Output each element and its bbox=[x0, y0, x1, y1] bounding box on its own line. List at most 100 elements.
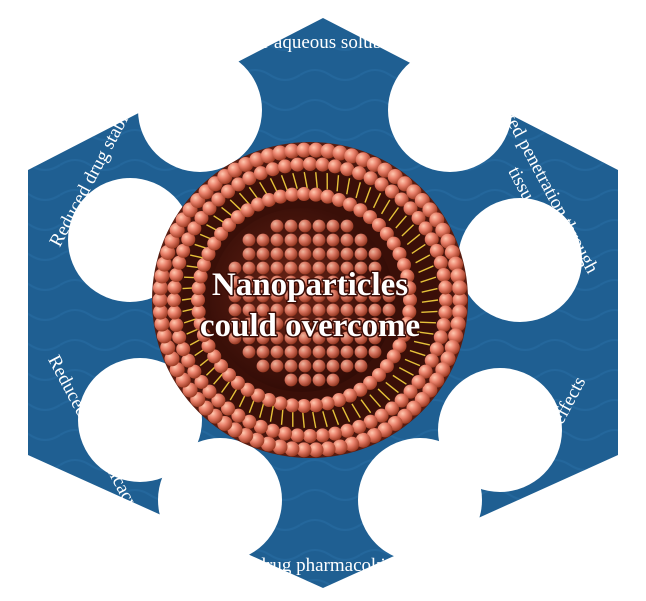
cutout-circle bbox=[158, 438, 282, 562]
lipid-head bbox=[194, 211, 209, 226]
lipid-head bbox=[411, 211, 426, 226]
lipid-head bbox=[450, 316, 466, 332]
outer-lipid-layer bbox=[152, 142, 468, 458]
lipid-tail bbox=[302, 411, 305, 428]
lipid-head bbox=[297, 187, 311, 201]
core-bead bbox=[340, 359, 354, 373]
core-bead bbox=[284, 359, 298, 373]
core-bead bbox=[354, 261, 368, 275]
lipid-tail bbox=[332, 409, 340, 426]
lipid-tail bbox=[303, 172, 308, 189]
core-bead bbox=[284, 373, 298, 387]
lipid-head bbox=[249, 152, 265, 168]
core-bead bbox=[354, 331, 368, 345]
lipid-head bbox=[386, 349, 401, 364]
lipid-tail bbox=[280, 408, 284, 425]
lipid-head bbox=[167, 293, 181, 307]
core-bead bbox=[228, 303, 242, 317]
lipid-head bbox=[202, 384, 217, 399]
lipid-head bbox=[342, 197, 357, 212]
core-bead bbox=[354, 345, 368, 359]
lipid-head bbox=[386, 236, 401, 251]
lipid-head bbox=[242, 414, 257, 429]
core-bead bbox=[228, 317, 242, 331]
lipid-tail bbox=[406, 233, 421, 246]
lipid-head bbox=[193, 269, 208, 284]
core-bead bbox=[242, 275, 256, 289]
lipid-head bbox=[374, 408, 389, 423]
core-bead bbox=[354, 275, 368, 289]
lipid-head bbox=[424, 232, 439, 247]
lipid-head bbox=[211, 393, 226, 408]
core-bead bbox=[340, 275, 354, 289]
lipid-tail bbox=[336, 175, 340, 192]
lipid-head bbox=[253, 166, 268, 181]
center-caption: Nanoparticles could overcome bbox=[198, 266, 421, 346]
lipid-head bbox=[403, 293, 417, 307]
core-bead bbox=[284, 303, 298, 317]
lipid-tail bbox=[360, 399, 372, 414]
lipid-head bbox=[424, 353, 439, 368]
lipid-tail bbox=[419, 321, 436, 324]
core-bead bbox=[312, 275, 326, 289]
core-bead bbox=[312, 247, 326, 261]
core-bead bbox=[284, 331, 298, 345]
core-bead bbox=[298, 331, 312, 345]
core-bead bbox=[298, 359, 312, 373]
lipid-head bbox=[181, 232, 196, 247]
lipid-head bbox=[394, 192, 409, 207]
lipid-head bbox=[402, 304, 417, 319]
lipid-head bbox=[194, 374, 209, 389]
lipid-head bbox=[352, 419, 367, 434]
lipid-tail bbox=[280, 174, 288, 191]
core-bead bbox=[256, 317, 270, 331]
core-bead bbox=[326, 373, 340, 387]
lipid-tail bbox=[372, 192, 382, 209]
lipid-head bbox=[308, 398, 323, 413]
core-bead bbox=[340, 219, 354, 233]
lipid-head bbox=[402, 281, 417, 296]
lipid-head bbox=[167, 280, 182, 295]
core-bead bbox=[326, 303, 340, 317]
core-bead bbox=[354, 317, 368, 331]
lipid-head bbox=[221, 401, 236, 416]
lipid-head bbox=[154, 316, 170, 332]
core-bead bbox=[270, 317, 284, 331]
core-bead bbox=[354, 289, 368, 303]
lipid-head bbox=[327, 159, 342, 174]
lipid-head bbox=[261, 192, 276, 207]
lipid-tail bbox=[355, 182, 361, 199]
label-bottom: Poor drug pharmacokinetics bbox=[216, 555, 430, 576]
core-bead bbox=[242, 331, 256, 345]
core-bead bbox=[326, 247, 340, 261]
lipid-head bbox=[344, 148, 360, 164]
lipid-head bbox=[285, 398, 300, 413]
lipid-tail bbox=[415, 254, 431, 264]
lipid-head bbox=[172, 255, 187, 270]
lipid-head bbox=[418, 364, 433, 379]
lipid-head bbox=[278, 426, 293, 441]
lipid-tail bbox=[259, 401, 265, 418]
core-bead bbox=[270, 261, 284, 275]
lipid-head bbox=[273, 396, 288, 411]
lipid-tail bbox=[292, 172, 298, 189]
lipid-head bbox=[392, 247, 407, 262]
lipid-head bbox=[394, 393, 409, 408]
lipid-head bbox=[176, 243, 191, 258]
core-bead bbox=[256, 345, 270, 359]
core-bead bbox=[340, 289, 354, 303]
center-line-2: could overcome bbox=[200, 308, 420, 344]
lipid-head bbox=[152, 304, 168, 320]
core-bead bbox=[228, 261, 242, 275]
lipid-head bbox=[452, 292, 468, 308]
core-bead bbox=[312, 219, 326, 233]
lipid-head bbox=[167, 305, 182, 320]
core-bead bbox=[368, 303, 382, 317]
lipid-tail bbox=[315, 172, 318, 189]
core-bead bbox=[284, 261, 298, 275]
core-bead bbox=[326, 289, 340, 303]
lipid-head bbox=[156, 328, 172, 344]
core-bead bbox=[228, 289, 242, 303]
lipid-head bbox=[433, 255, 448, 270]
